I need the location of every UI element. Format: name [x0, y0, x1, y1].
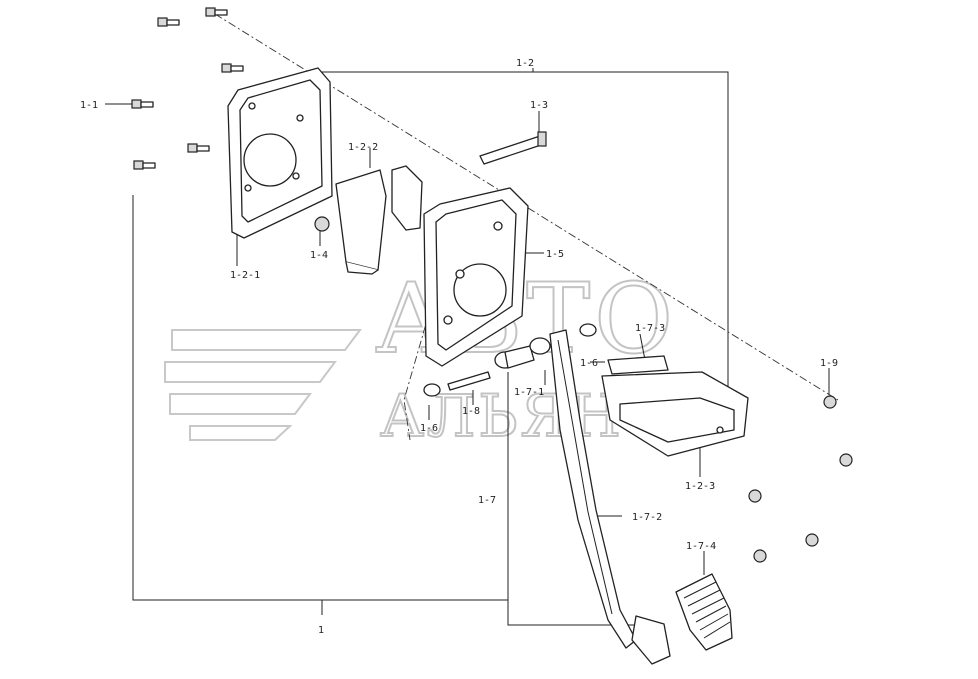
label-1-7-4: 1-7-4: [686, 541, 716, 552]
label-1: 1: [318, 625, 324, 636]
stop-bracket-1-2-3: [601, 355, 749, 457]
nut-group: [748, 395, 853, 563]
label-1-8: 1-8: [462, 406, 480, 417]
pedal-arm-1-7-2: [549, 329, 671, 665]
label-1-2-2: 1-2-2: [348, 142, 378, 153]
bushing-set: [423, 323, 597, 397]
watermark-logo: [164, 329, 362, 441]
switch-bracket-1-2-2: [314, 165, 423, 275]
label-1-7-1: 1-7-1: [514, 387, 544, 398]
label-1-5: 1-5: [546, 249, 564, 260]
label-1-3: 1-3: [530, 100, 548, 111]
label-1-2: 1-2: [516, 58, 534, 69]
label-1-4: 1-4: [310, 250, 328, 261]
label-1-2-1: 1-2-1: [230, 270, 260, 281]
label-1-7: 1-7: [478, 495, 496, 506]
label-1-2-3: 1-2-3: [685, 481, 715, 492]
label-1-7-3: 1-7-3: [635, 323, 665, 334]
label-1-7-2: 1-7-2: [632, 512, 662, 523]
gasket-plate-1-2-1: [227, 67, 333, 239]
assembly-bracket-lines: [105, 68, 830, 626]
pedal-pad-1-7-4: [675, 573, 733, 651]
label-1-6-left: 1-6: [420, 423, 438, 434]
label-1-9: 1-9: [820, 358, 838, 369]
alignment-centerline: [214, 13, 839, 441]
mounting-plate-1-5: [423, 187, 529, 367]
bolt-group: [131, 7, 244, 170]
pivot-rod-1-3: [479, 131, 547, 165]
label-1-1: 1-1: [80, 100, 98, 111]
label-1-6-right: 1-6: [580, 358, 598, 369]
